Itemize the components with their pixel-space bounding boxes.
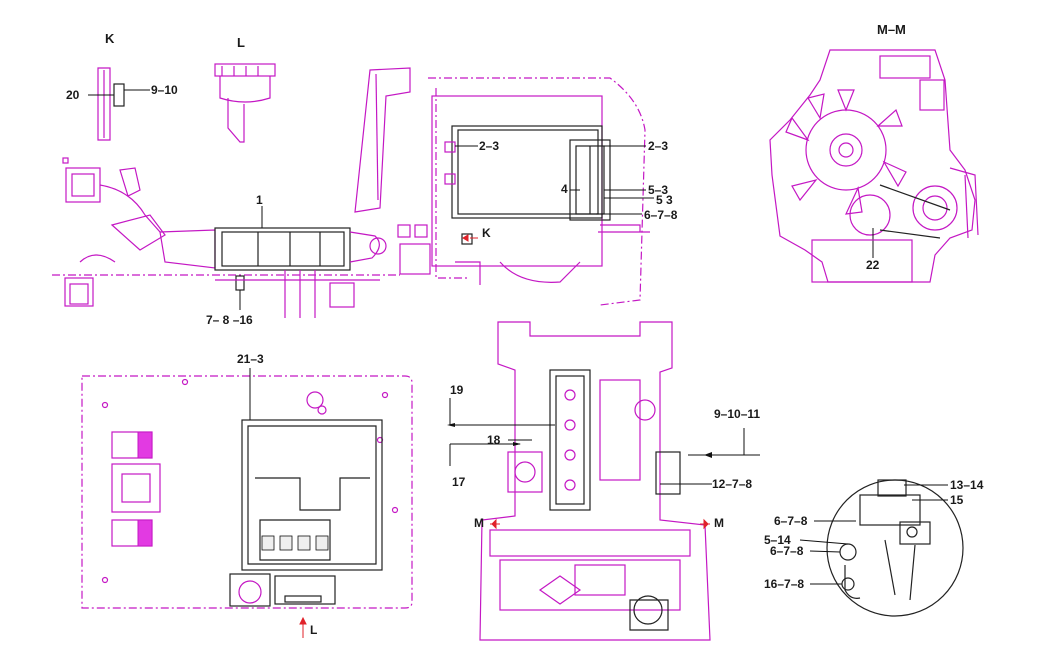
callout-5-3a: 5–3 — [648, 183, 669, 197]
view-l-part — [214, 63, 276, 143]
callout-21-3: 21–3 — [237, 352, 264, 366]
view-l-arrow-label: L — [310, 623, 318, 637]
section-arrows — [299, 234, 710, 638]
intake-assembly — [52, 67, 411, 318]
engine-top-view — [447, 321, 760, 641]
section-m-right: M — [714, 516, 724, 530]
section-m-left: M — [474, 516, 484, 530]
callout-16-7-8: 16–7–8 — [764, 577, 805, 591]
radiator-frame — [397, 77, 654, 306]
callout-2-3-left: 2–3 — [479, 139, 500, 153]
engine-front-view — [769, 49, 979, 283]
callout-6-7-8-b: 6–7–8 — [770, 544, 804, 558]
callout-12-7-8: 12–7–8 — [712, 477, 753, 491]
view-k-bracket — [88, 67, 150, 141]
mounting-plate — [81, 368, 413, 609]
callout-4: 4 — [561, 182, 568, 196]
callout-20: 20 — [66, 88, 80, 102]
view-k-title: K — [105, 31, 115, 46]
callout-15: 15 — [950, 493, 964, 507]
view-mm-title: M–M — [877, 22, 906, 37]
callout-17: 17 — [452, 475, 466, 489]
callout-1: 1 — [256, 193, 263, 207]
view-k-arrow-label: K — [482, 226, 491, 240]
callout-19: 19 — [450, 383, 464, 397]
callout-9-10-11: 9–10–11 — [714, 407, 761, 421]
callout-6-7-8-a: 6–7–8 — [774, 514, 808, 528]
view-l-title: L — [237, 35, 245, 50]
callout-5-14: 5–14 — [764, 533, 791, 547]
callout-6-7-8-top: 6–7–8 — [644, 208, 678, 222]
callout-2-3-right: 2–3 — [648, 139, 669, 153]
callout-22: 22 — [866, 258, 880, 272]
callout-7-8-16: 7– 8 –16 — [206, 313, 253, 327]
callout-9-10-top: 9–10 — [151, 83, 178, 97]
callout-13-14: 13–14 — [950, 478, 984, 492]
callout-5-3b: 5 3 — [656, 193, 673, 207]
detail-circle — [799, 479, 964, 617]
callout-18: 18 — [487, 433, 501, 447]
